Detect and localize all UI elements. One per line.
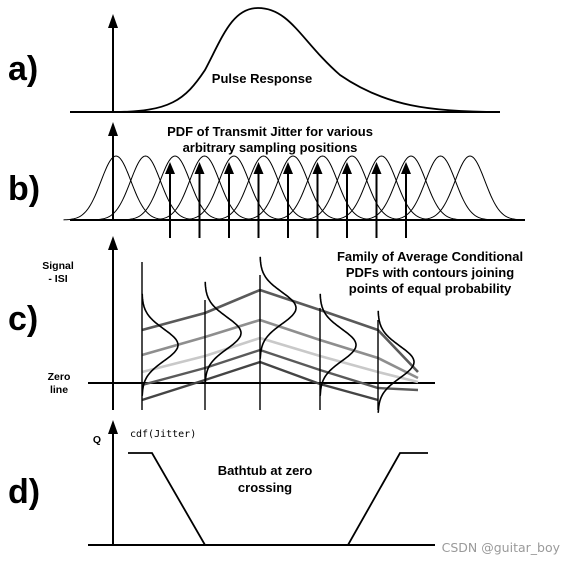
- panel-d-axis-arrow: [108, 420, 118, 434]
- panel-b-title-line1: PDF of Transmit Jitter for various: [167, 124, 373, 139]
- panel-c-title-line2: PDFs with contours joining: [346, 265, 514, 280]
- jitter-gaussian: [92, 155, 199, 221]
- pulse-response-curve: [70, 7, 501, 113]
- sampling-arrow-head: [224, 162, 234, 174]
- panel-b-title-line2: arbitrary sampling positions: [183, 140, 358, 155]
- sampling-arrow-head: [253, 162, 264, 174]
- panel-a: a) Pulse Response: [8, 7, 501, 113]
- pulse-response-label: Pulse Response: [212, 71, 312, 86]
- conditional-pdf: [319, 293, 357, 396]
- contour-line-2: [141, 318, 419, 380]
- jitter-gaussian: [63, 155, 169, 221]
- jitter-gaussian: [122, 155, 228, 221]
- jitter-gaussian: [417, 155, 523, 221]
- conditional-pdf: [259, 256, 297, 359]
- conditional-pdf: [377, 310, 415, 413]
- panel-d: d) Q cdf(Jitter) Bathtub at zero crossin…: [8, 420, 435, 546]
- sampling-arrow-head: [312, 162, 323, 174]
- panel-c-title-line1: Family of Average Conditional: [337, 249, 523, 264]
- q-label: Q: [93, 434, 101, 446]
- signal-isi-label-line1: Signal: [42, 260, 74, 272]
- zero-line-label-line1: Zero: [48, 371, 71, 383]
- panel-a-axis-arrow: [108, 14, 118, 28]
- panel-b-axis-arrow: [108, 122, 118, 136]
- conditional-pdf: [204, 281, 242, 384]
- panel-b: b) PDF of Transmit Jitter for various ar…: [8, 122, 525, 238]
- panel-a-letter: a): [8, 50, 38, 88]
- watermark: CSDN @guitar_boy: [442, 540, 561, 555]
- sampling-arrow-head: [194, 162, 205, 174]
- contour-line-1: [141, 288, 419, 373]
- panel-d-letter: d): [8, 473, 40, 511]
- sampling-arrow-head: [283, 162, 293, 174]
- panel-c-axis-arrow: [108, 236, 118, 250]
- signal-isi-label-line2: - ISI: [48, 273, 67, 285]
- cdf-jitter-label: cdf(Jitter): [130, 429, 196, 440]
- sampling-position-arrows: [165, 162, 411, 238]
- sampling-arrow-head: [371, 162, 382, 174]
- panel-c-letter: c): [8, 300, 38, 338]
- sampling-arrow-head: [342, 162, 352, 174]
- panel-c-title-line3: points of equal probability: [349, 281, 512, 296]
- conditional-pdfs: [141, 256, 415, 413]
- bathtub-label-line1: Bathtub at zero: [218, 463, 313, 478]
- bathtub-label-line2: crossing: [238, 480, 292, 495]
- jitter-pdf-gaussians: [63, 155, 523, 221]
- conditional-pdf: [141, 293, 179, 396]
- bathtub-curve: [128, 452, 428, 546]
- sampling-arrow-head: [165, 162, 175, 174]
- contour-line-3: [141, 336, 419, 384]
- zero-line-label-line2: line: [50, 384, 68, 396]
- panel-b-letter: b): [8, 170, 40, 208]
- sampling-arrow-head: [401, 162, 411, 174]
- contour-line-4: [141, 348, 419, 392]
- panel-c: c) Signal - ISI Zero line Family of Aver…: [8, 236, 523, 413]
